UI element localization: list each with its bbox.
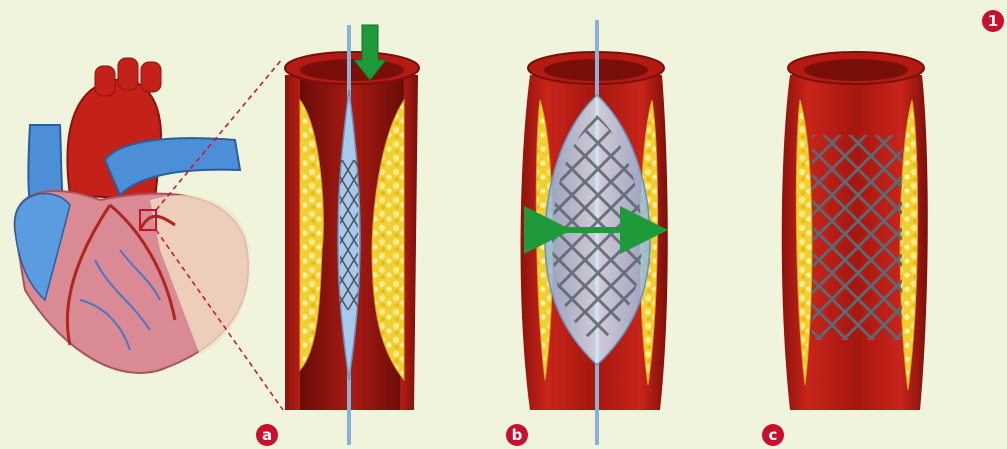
aorta-branch-3 <box>141 62 161 92</box>
aorta-branch-1 <box>95 66 115 96</box>
panel-b-label: b <box>506 424 528 446</box>
pulmonary-artery <box>105 138 240 195</box>
implanted-stent-mesh <box>812 135 902 340</box>
panel-a-vessel <box>285 25 419 445</box>
vessel-opening-inner <box>804 59 908 81</box>
panel-a-label: a <box>256 424 278 446</box>
panel-c-vessel <box>782 52 928 410</box>
stent-mesh-collapsed <box>340 160 358 310</box>
heart-illustration <box>15 58 251 373</box>
figure-number-badge: 1 <box>982 10 1004 32</box>
aorta-branch-2 <box>118 58 138 90</box>
panel-b-vessel <box>521 20 668 445</box>
vessel-opening-inner <box>300 59 404 81</box>
panel-c-label: c <box>762 424 784 446</box>
zoom-line-top <box>156 58 283 210</box>
